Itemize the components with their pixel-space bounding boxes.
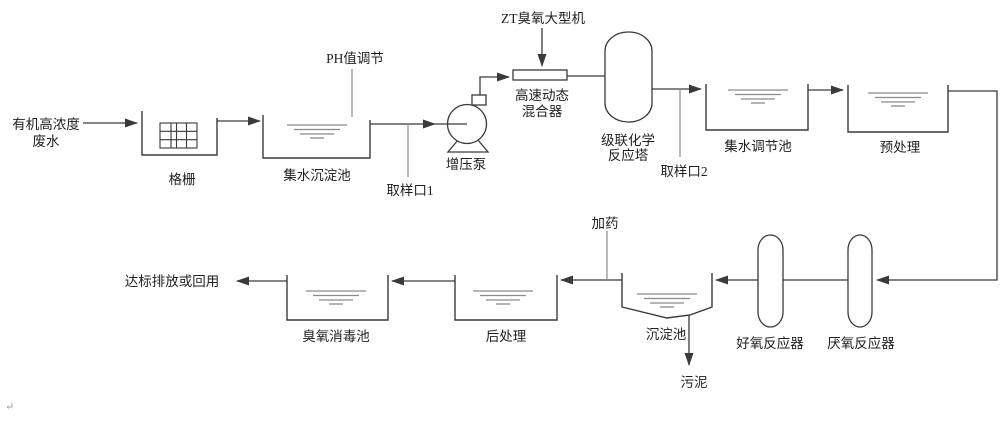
- dynamic-mixer-label-line2: 混合器: [522, 104, 563, 119]
- pipe-pump-to-mixer: [479, 72, 510, 95]
- dosing-label: 加药: [592, 216, 619, 231]
- water-surface-icon: [305, 290, 367, 305]
- water-surface-icon: [867, 92, 929, 107]
- anaerobic-reactor-label: 厌氧反应器: [827, 335, 895, 351]
- bar-screen-grid-icon: [159, 122, 198, 149]
- anaerobic-reactor: [847, 234, 873, 328]
- pretreatment-tank: [847, 85, 949, 133]
- sludge-label: 污泥: [681, 375, 708, 390]
- sedimentation-tank-label: 沉淀池: [646, 327, 687, 342]
- post-treatment-tank-label: 后处理: [486, 329, 527, 344]
- pretreatment-tank-label: 预处理: [880, 140, 921, 155]
- ph-adjust-label: PH值调节: [326, 51, 384, 66]
- ozone-generator-label: ZT臭氧大型机: [501, 11, 585, 26]
- collecting-sedimentation-tank-label: 集水沉淀池: [283, 168, 351, 183]
- bar-screen-label: 格栅: [169, 172, 196, 187]
- cascade-reaction-tower-label-line1: 级联化学: [601, 133, 655, 148]
- dynamic-mixer-label-line1: 高速动态: [515, 87, 569, 103]
- influent-label-line2: 废水: [33, 134, 60, 149]
- collecting-regulating-tank: [705, 84, 809, 131]
- ozone-disinfection-tank-label: 臭氧消毒池: [302, 329, 370, 344]
- equipment-layer: [141, 31, 949, 328]
- sampling-port-2-label: 取样口2: [660, 164, 707, 179]
- cascade-reaction-tower-label-line2: 反应塔: [608, 147, 649, 163]
- discharge-label: 达标排放或回用: [125, 274, 220, 289]
- water-surface-icon: [472, 290, 534, 305]
- sedimentation-tank: [621, 273, 713, 319]
- ozone-disinfection-tank: [286, 275, 389, 321]
- collecting-sedimentation-tank: [262, 115, 371, 159]
- post-treatment-tank: [454, 275, 558, 321]
- cascade-reaction-tower: [604, 31, 653, 123]
- aerobic-reactor-label: 好氧反应器: [736, 335, 804, 351]
- water-surface-icon: [727, 89, 789, 104]
- sampling-port-1-label: 取样口1: [386, 183, 433, 198]
- aerobic-reactor: [757, 234, 784, 328]
- influent-label-line1: 有机高浓度: [12, 116, 80, 132]
- pipe-pretreatment-to-anaerobic: [876, 90, 998, 285]
- booster-pump-label: 增压泵: [446, 157, 487, 172]
- collecting-regulating-tank-label: 集水调节池: [724, 139, 792, 154]
- water-surface-icon: [636, 293, 698, 308]
- bar-screen-tank: [141, 111, 218, 156]
- dynamic-mixer: [512, 69, 568, 81]
- label-layer: 有机高浓度 废水 格栅 PH值调节 集水沉淀池 取样口1 增压泵 ZT臭氧大型机…: [5, 11, 921, 413]
- water-surface-icon: [286, 124, 348, 139]
- pump-outlet-port: [471, 94, 487, 106]
- bar-screen-grid-lines: [160, 123, 197, 148]
- corner-return-mark: ↵: [5, 401, 14, 413]
- pipe-layer: [83, 28, 998, 366]
